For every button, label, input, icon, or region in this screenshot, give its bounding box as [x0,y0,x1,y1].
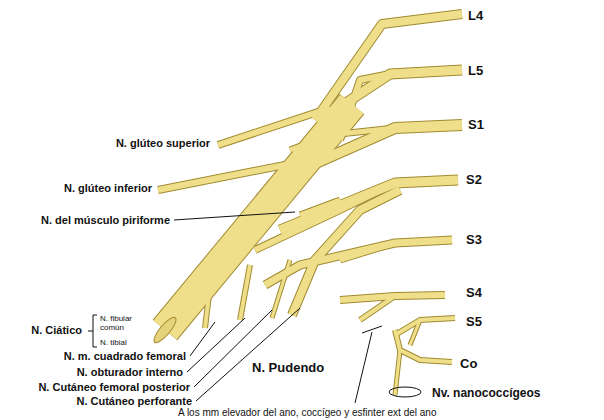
nerve-fill [158,14,462,395]
nerve-label: A los mm elevador del ano, coccígeo y es… [178,407,436,418]
nerve-label: N. obturador interno [77,366,183,378]
nerve-label: Nv. nanococcígeos [432,387,540,400]
nerve-label: N. fibular común [100,314,148,332]
nerve-label: N. Cutáneo femoral posterior [38,381,190,393]
bracket [88,315,97,347]
root-label: S5 [466,315,482,329]
root-label: S1 [468,118,484,132]
root-label: L4 [468,9,483,23]
nerve-label: N. tibial [100,339,127,348]
nerve-label: N. glúteo superior [116,137,210,149]
root-label: L5 [468,64,483,78]
root-label: S4 [466,286,482,300]
leader-lines [174,212,421,403]
nerve-label: N. m. cuadrado femoral [64,350,186,362]
nerve-label: N. Cutáneo perforante [76,395,192,407]
root-label: S2 [466,173,482,187]
nerve-label: N. Ciático [31,324,82,336]
cut-end [151,315,179,346]
nerve-label: N. glúteo inferior [64,182,152,194]
root-label: Co [460,357,477,371]
root-label: S3 [466,233,482,247]
nerve-label: N. del músculo piriforme [41,214,170,226]
nerve-outline [158,14,462,395]
nerve-label: N. Pudendo [252,361,324,375]
